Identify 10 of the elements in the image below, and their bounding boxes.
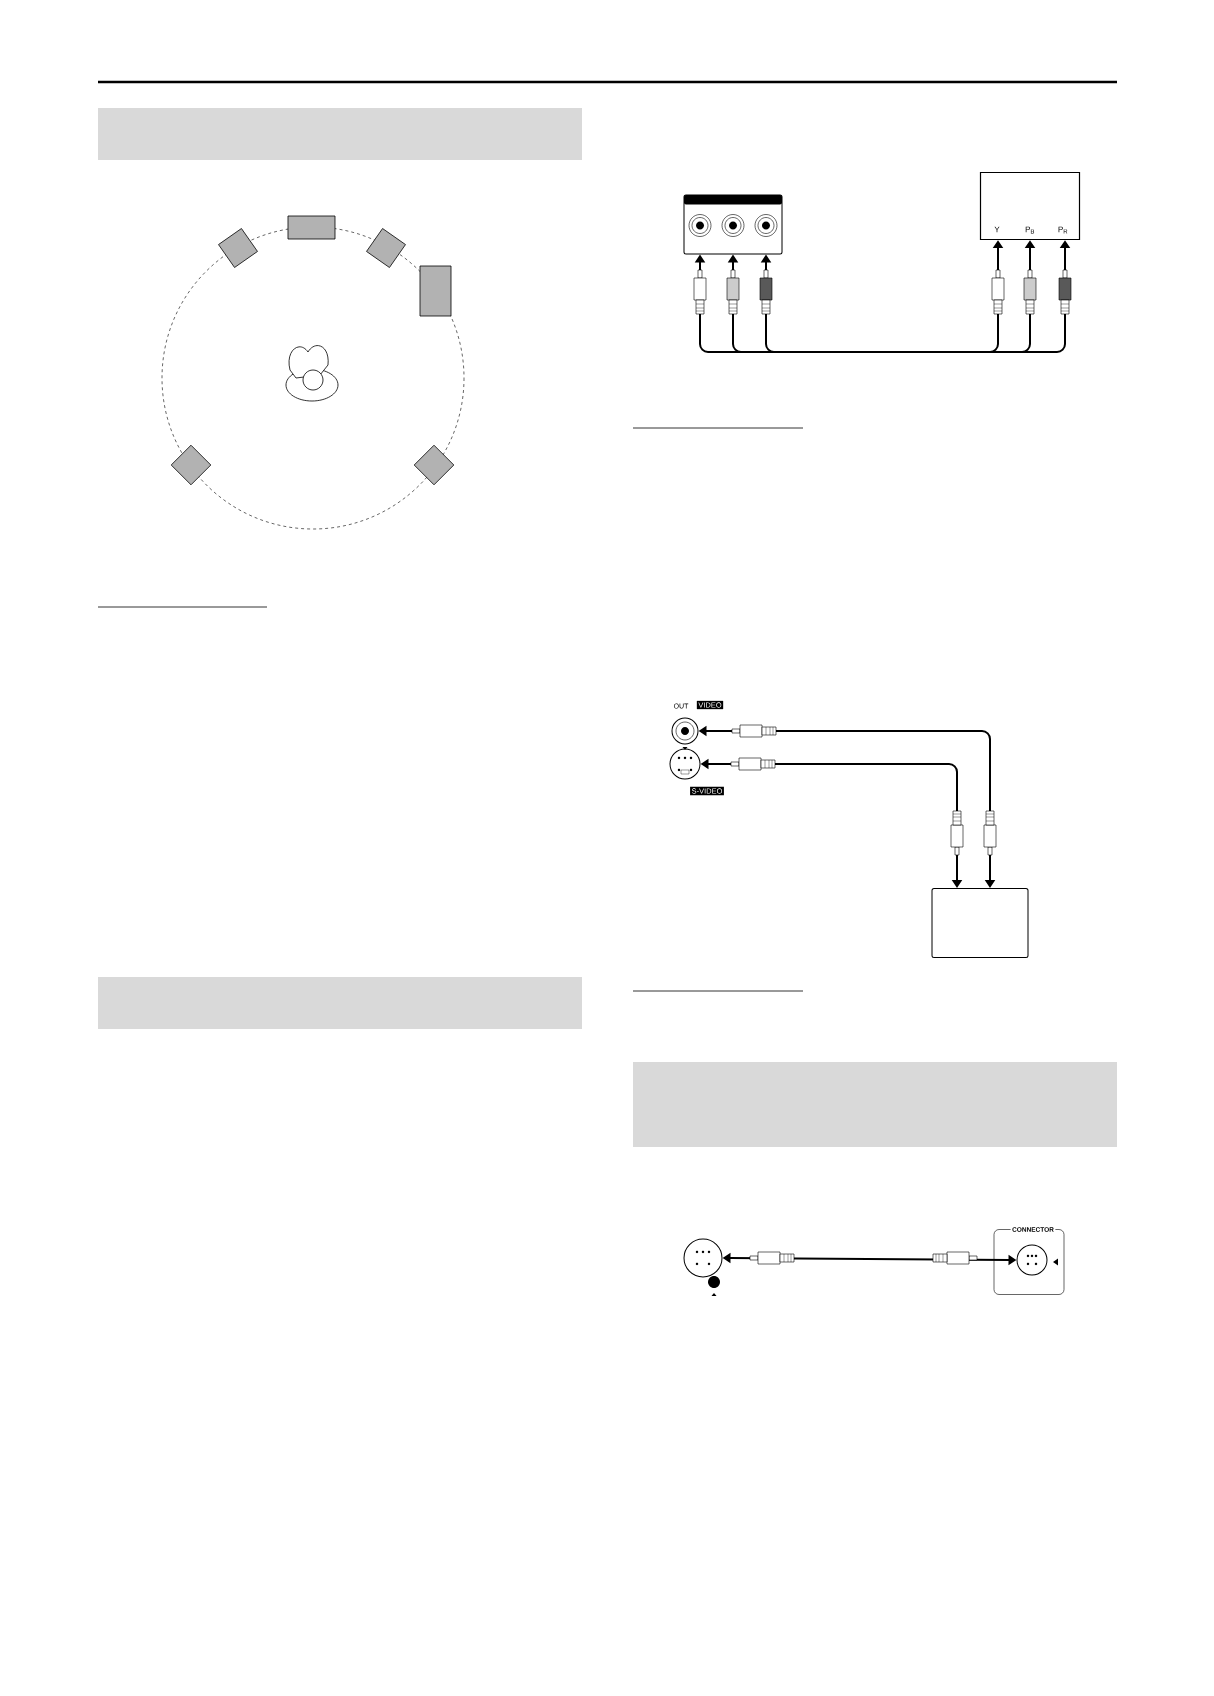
mini-din-socket	[683, 1238, 723, 1278]
tv-panel: Y P$_{B}$ P$_{R}$	[979, 171, 1081, 241]
jack-panel	[683, 194, 783, 255]
video-jack	[671, 717, 699, 745]
heading-bar	[633, 1062, 1117, 1147]
tv-box	[931, 888, 1029, 958]
s-video-jack	[669, 748, 701, 780]
heading-bar	[98, 977, 582, 1029]
connector-socket	[1016, 1244, 1048, 1276]
heading-bar	[98, 108, 582, 160]
